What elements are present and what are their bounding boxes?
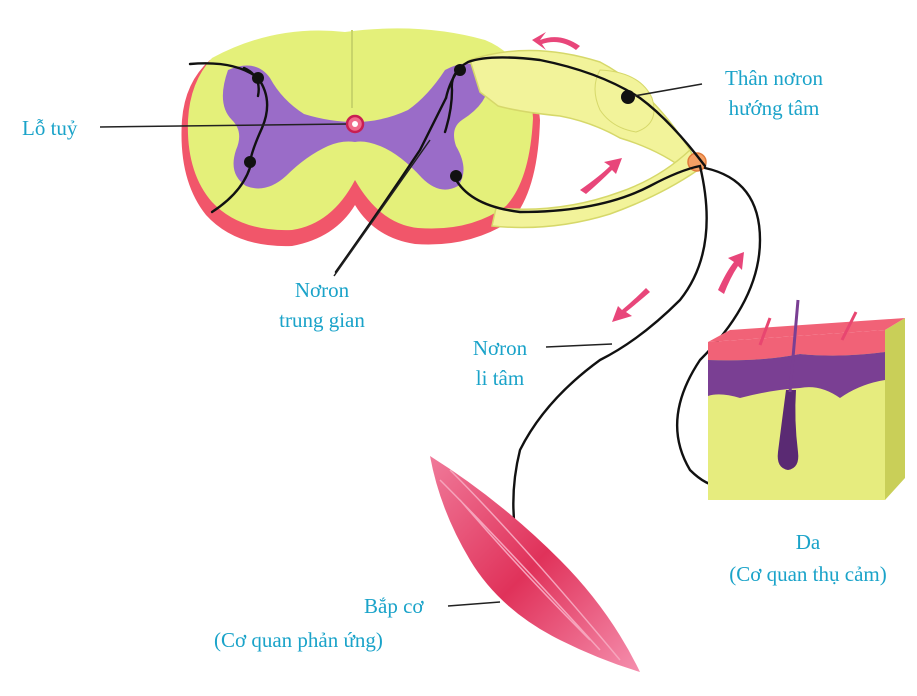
arrow-nerve-up [580,158,622,194]
muscle-belly [430,456,640,672]
arrow-motor-down [612,288,650,322]
label-muscle-line1: Bắp cơ [364,594,424,618]
label-skin-line2: (Cơ quan thụ cảm) [708,562,908,586]
arrow-top [532,32,580,50]
leader-muscle [448,602,500,606]
arrow-skin-up [718,252,744,294]
label-central-canal: Lỗ tuỷ [22,116,77,140]
interneuron-cell [454,64,466,76]
label-sensory-neuron-line1: Thân nơron [700,66,848,90]
left-ventral-cell [244,156,256,168]
label-motor-neuron-line1: Nơron [452,336,548,360]
left-dorsal-cell [252,72,264,84]
label-muscle-line2: (Cơ quan phản ứng) [214,628,383,652]
label-interneuron-line2: trung gian [262,308,382,332]
label-skin-line1: Da [708,530,908,554]
motor-neuron-cell [450,170,462,182]
skin-block-side [885,318,905,500]
label-sensory-neuron-line2: hướng tâm [700,96,848,120]
label-motor-neuron-line2: li tâm [452,366,548,390]
skin-block [708,300,905,500]
leader-motor-neuron [546,344,612,347]
muscle-shape [430,456,640,672]
sensory-neuron-cell [621,90,635,104]
label-interneuron-line1: Nơron [262,278,382,302]
